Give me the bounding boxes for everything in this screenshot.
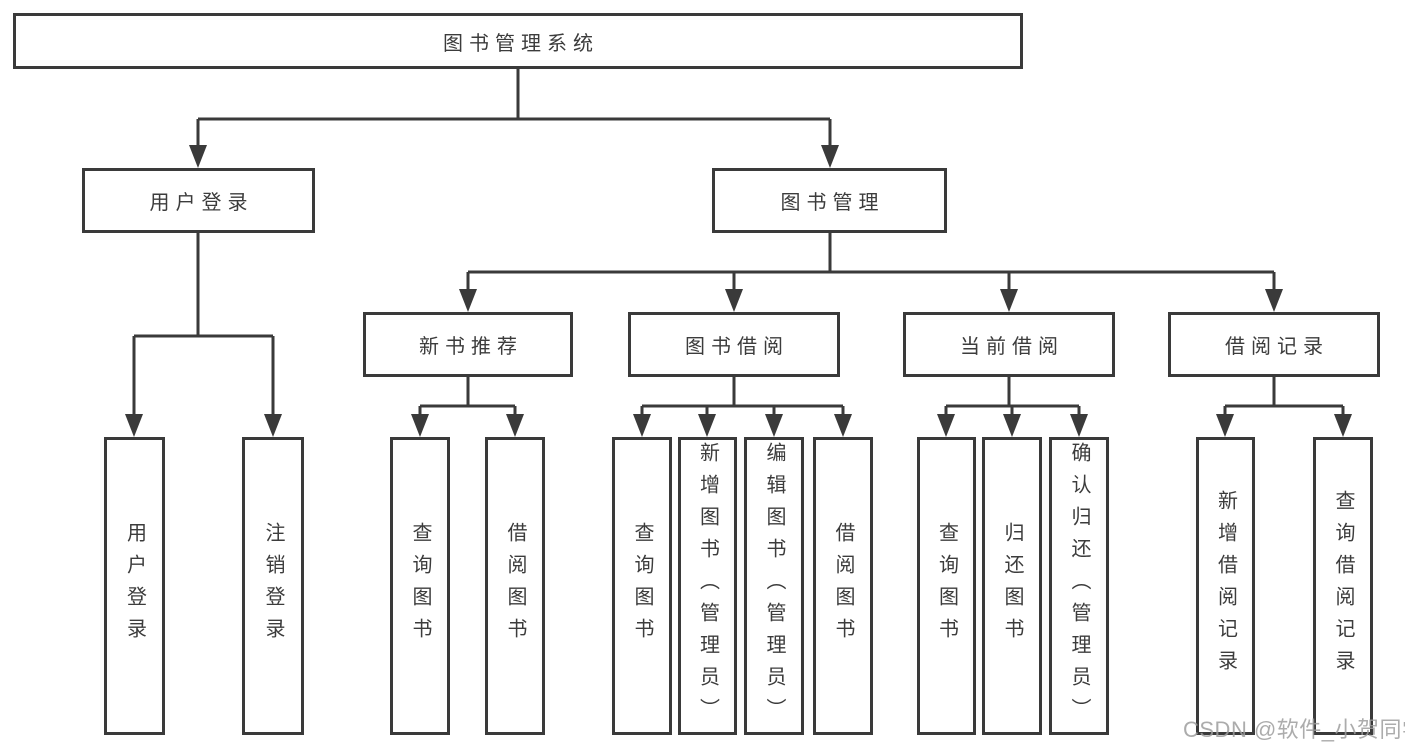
- leaf-logout: 注销登录: [242, 437, 304, 735]
- node-root-label: 图书管理系统: [443, 32, 599, 55]
- leaf-add-book-admin: 新增图书（管理员）: [678, 437, 737, 735]
- leaf-query-books-recommend: 查询图书: [390, 437, 450, 735]
- node-book-borrowing-label: 图书借阅: [685, 336, 789, 358]
- node-user-login-label: 用户登录: [149, 192, 254, 214]
- leaf-confirm-return-admin-label: 确认归还（管理员）: [1068, 442, 1090, 730]
- leaf-query-books-borrow-label: 查询图书: [631, 522, 653, 650]
- leaf-return-book: 归还图书: [982, 437, 1042, 735]
- leaf-add-borrow-record: 新增借阅记录: [1196, 437, 1255, 735]
- leaf-confirm-return-admin: 确认归还（管理员）: [1049, 437, 1109, 735]
- node-new-book-recommend-label: 新书推荐: [419, 336, 523, 358]
- leaf-edit-book-admin-label: 编辑图书（管理员）: [763, 442, 785, 730]
- leaf-user-login-label: 用户登录: [123, 522, 146, 650]
- node-borrowing-records: 借阅记录: [1168, 312, 1380, 377]
- leaf-borrow-books-recommend-label: 借阅图书: [504, 522, 526, 650]
- node-book-management-label: 图书管理: [780, 192, 885, 214]
- node-user-login: 用户登录: [82, 168, 315, 233]
- node-current-borrowing-label: 当前借阅: [960, 336, 1064, 358]
- csdn-watermark: CSDN @软件_小贺同学: [1183, 717, 1405, 742]
- leaf-query-books-recommend-label: 查询图书: [409, 522, 431, 650]
- node-root: 图书管理系统: [13, 13, 1023, 69]
- leaf-add-book-admin-label: 新增图书（管理员）: [696, 442, 719, 730]
- node-book-borrowing: 图书借阅: [628, 312, 840, 377]
- leaf-user-login: 用户登录: [104, 437, 165, 735]
- leaf-add-borrow-record-label: 新增借阅记录: [1214, 490, 1237, 682]
- leaf-query-borrow-record-label: 查询借阅记录: [1332, 490, 1354, 682]
- leaf-edit-book-admin: 编辑图书（管理员）: [744, 437, 804, 735]
- leaf-borrow-books-recommend: 借阅图书: [485, 437, 545, 735]
- leaf-return-book-label: 归还图书: [1001, 522, 1023, 650]
- node-borrowing-records-label: 借阅记录: [1225, 336, 1329, 358]
- node-new-book-recommend: 新书推荐: [363, 312, 573, 377]
- leaf-borrow-books: 借阅图书: [813, 437, 873, 735]
- leaf-query-books-borrow: 查询图书: [612, 437, 672, 735]
- leaf-query-books-current-label: 查询图书: [935, 522, 958, 650]
- leaf-query-borrow-record: 查询借阅记录: [1313, 437, 1373, 735]
- arrowheads: [125, 145, 1352, 437]
- leaf-logout-label: 注销登录: [262, 522, 284, 650]
- node-current-borrowing: 当前借阅: [903, 312, 1115, 377]
- leaf-query-books-current: 查询图书: [917, 437, 976, 735]
- leaf-borrow-books-label: 借阅图书: [832, 522, 854, 650]
- node-book-management: 图书管理: [712, 168, 947, 233]
